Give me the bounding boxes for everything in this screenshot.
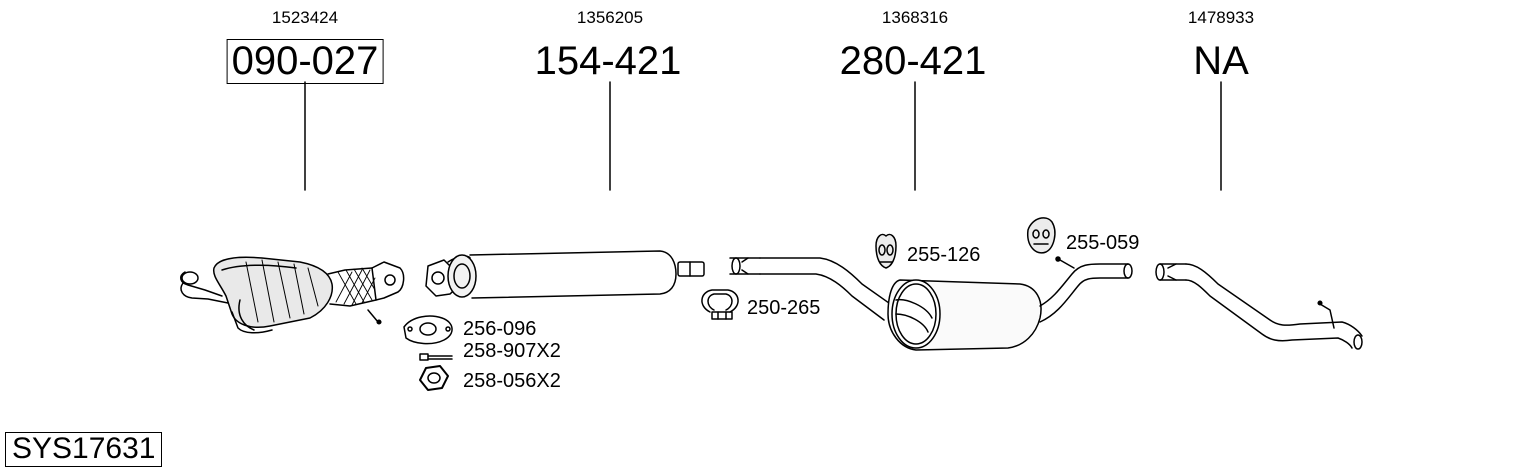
middle-silencer-icon[interactable] — [426, 251, 704, 298]
nut-icon[interactable] — [420, 366, 448, 390]
label-hanger-b[interactable]: 255-059 — [1066, 232, 1140, 254]
hanger-icon-a[interactable] — [876, 234, 896, 268]
tail-pipe-icon[interactable] — [1156, 264, 1362, 349]
catalytic-converter-icon[interactable] — [181, 257, 404, 332]
oem-ref-2: 1356205 — [576, 8, 644, 27]
label-hanger-a[interactable]: 255-126 — [907, 244, 981, 266]
bolt-icon[interactable] — [420, 354, 452, 360]
label-gasket[interactable]: 256-096 — [463, 318, 537, 340]
system-code-box: SYS17631 — [5, 432, 163, 467]
part-number-tail-pipe[interactable]: NA — [1193, 39, 1249, 83]
label-clamp[interactable]: 250-265 — [747, 297, 821, 319]
clamp-icon[interactable] — [702, 290, 738, 319]
label-nut[interactable]: 258-056X2 — [463, 370, 561, 392]
label-bolt[interactable]: 258-907X2 — [463, 340, 561, 362]
oem-ref-4: 1478933 — [1187, 8, 1255, 27]
intermediate-pipe-icon[interactable] — [730, 258, 896, 320]
hanger-icon-b[interactable] — [1028, 218, 1055, 253]
part-number-catalytic-converter[interactable]: 090-027 — [226, 39, 384, 84]
rear-silencer-icon[interactable] — [888, 257, 1132, 350]
oem-ref-1: 1523424 — [271, 8, 339, 27]
gasket-icon[interactable] — [404, 316, 452, 344]
part-number-middle-silencer[interactable]: 154-421 — [534, 39, 682, 83]
part-number-rear-silencer[interactable]: 280-421 — [839, 39, 987, 83]
oem-ref-3: 1368316 — [881, 8, 949, 27]
